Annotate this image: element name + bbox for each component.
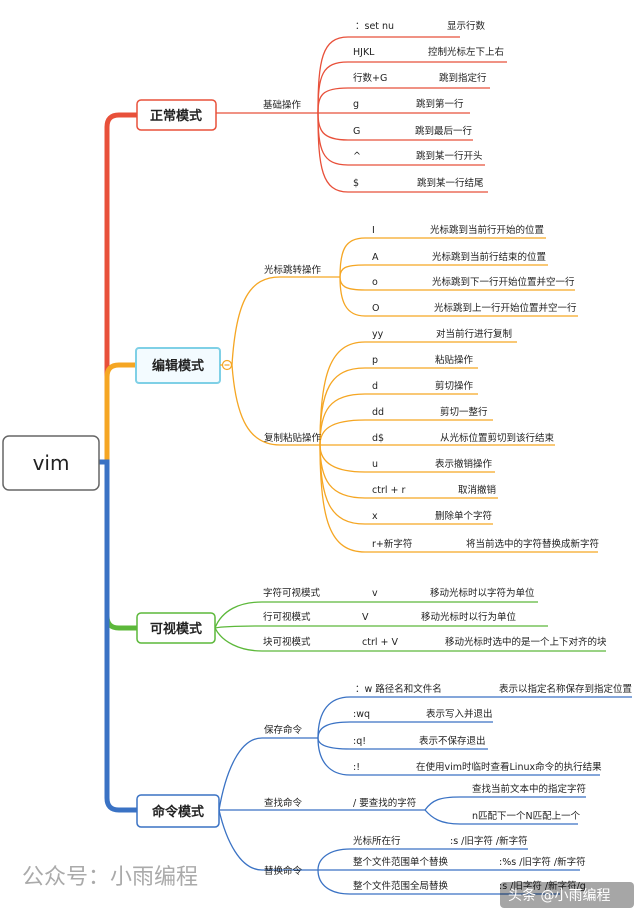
branch-command [218, 696, 632, 895]
group-find: 查找命令 [264, 797, 303, 809]
group-save: 保存命令 [264, 724, 303, 736]
branch-visual [214, 601, 606, 652]
replace-key-2: 整个文件范围全局替换 [353, 880, 449, 892]
edit-desc-3: 光标跳到上一行开始位置并空一行 [434, 302, 577, 314]
copy-key-3: dd [372, 407, 384, 418]
trunk-edit [97, 362, 140, 465]
edit-key-0: I [372, 225, 375, 236]
watermark-left: 公众号：小雨编程 [22, 865, 198, 890]
visual-mode-1: 行可视模式 [263, 611, 311, 623]
edit-key-1: A [372, 252, 379, 263]
group-cursor-jump: 光标跳转操作 [264, 264, 322, 276]
group-basic-ops: 基础操作 [263, 99, 302, 111]
visual-desc-1: 移动光标时以行为单位 [421, 611, 517, 623]
visual-desc-0: 移动光标时以字符为单位 [430, 587, 535, 599]
watermark-right-bg [500, 882, 634, 908]
replace-desc-0: :s /旧字符 /新字符 [450, 835, 528, 847]
normal-desc-2: 跳到指定行 [439, 72, 487, 84]
node-visual[interactable] [136, 612, 216, 644]
save-key-0: ：w 路径名和文件名 [355, 683, 442, 695]
normal-desc-1: 控制光标左下上右 [428, 46, 504, 58]
save-key-2: :q! [353, 736, 366, 747]
copy-key-7: x [372, 511, 378, 522]
find-desc-1: n匹配下一个N匹配上一个 [472, 811, 581, 822]
normal-key-4: G [353, 126, 360, 137]
node-normal[interactable] [136, 99, 217, 131]
visual-key-0: v [372, 588, 378, 599]
normal-desc-5: 跳到某一行开头 [416, 150, 483, 162]
group-copy-paste: 复制粘贴操作 [264, 432, 322, 444]
copy-desc-1: 粘贴操作 [435, 354, 474, 366]
edit-desc-2: 光标跳到下一行开始位置并空一行 [432, 276, 575, 288]
copy-key-8: r+新字符 [372, 538, 412, 550]
copy-desc-0: 对当前行进行复制 [436, 328, 512, 340]
root-label: vim [33, 451, 70, 475]
normal-desc-4: 跳到最后一行 [415, 125, 473, 137]
branch-normal [216, 36, 507, 193]
normal-desc-0: 显示行数 [447, 20, 486, 32]
main-trunk [97, 112, 140, 813]
watermark-right: 头条 @小雨编程 [508, 887, 610, 904]
normal-key-1: HJKL [353, 47, 375, 58]
edit-desc-0: 光标跳到当前行开始的位置 [430, 224, 544, 236]
normal-key-5: ^ [353, 151, 361, 162]
replace-desc-1: :%s /旧字符 /新字符 [499, 856, 586, 868]
copy-key-0: yy [372, 329, 384, 340]
save-key-1: :wq [353, 709, 370, 720]
visual-key-1: V [362, 612, 369, 623]
replace-key-1: 整个文件范围单个替换 [353, 856, 449, 868]
trunk-normal [97, 112, 140, 465]
save-desc-1: 表示写入并退出 [426, 708, 493, 720]
find-desc-0: 查找当前文本中的指定字符 [472, 783, 586, 795]
save-desc-3: 在使用vim时临时查看Linux命令的执行结果 [416, 761, 602, 773]
visual-desc-2: 移动光标时选中的是一个上下对齐的块 [445, 636, 607, 648]
save-key-3: :! [353, 762, 360, 773]
group-replace: 替换命令 [264, 865, 303, 877]
normal-desc-3: 跳到第一行 [416, 98, 464, 110]
normal-key-2: 行数+G [353, 72, 387, 84]
copy-key-1: p [372, 355, 378, 366]
root-node[interactable] [2, 435, 100, 491]
normal-key-0: ：set nu [355, 21, 394, 32]
copy-desc-5: 表示撤销操作 [435, 458, 493, 470]
visual-mode-0: 字符可视模式 [263, 587, 321, 599]
save-desc-2: 表示不保存退出 [419, 735, 486, 747]
visual-mode-2: 块可视模式 [263, 636, 311, 648]
replace-desc-2: :s /旧字符 /新字符/g [499, 880, 586, 892]
copy-key-5: u [372, 459, 378, 470]
copy-desc-7: 删除单个字符 [435, 510, 492, 522]
edit-desc-1: 光标跳到当前行结束的位置 [432, 251, 546, 263]
category-visual-label: 可视模式 [150, 621, 202, 637]
copy-key-6: ctrl + r [372, 485, 405, 496]
copy-desc-3: 剪切一整行 [440, 406, 488, 418]
replace-key-0: 光标所在行 [353, 835, 401, 847]
normal-desc-6: 跳到某一行结尾 [417, 177, 484, 189]
edit-key-3: O [372, 303, 379, 314]
normal-key-3: g [353, 99, 359, 110]
normal-key-6: $ [353, 178, 359, 189]
copy-desc-2: 剪切操作 [435, 380, 474, 392]
edit-key-2: o [372, 277, 378, 288]
copy-desc-8: 将当前选中的字符替换成新字符 [466, 538, 599, 550]
category-command-label: 命令模式 [151, 804, 204, 820]
branch-edit [231, 237, 598, 553]
category-normal-label: 正常模式 [150, 108, 202, 124]
copy-key-2: d [372, 381, 378, 392]
visual-key-2: ctrl + V [362, 637, 398, 648]
trunk-command [97, 459, 140, 813]
category-edit-label: 编辑模式 [152, 358, 204, 374]
copy-desc-6: 取消撤销 [458, 484, 497, 496]
node-command[interactable] [136, 794, 220, 828]
copy-desc-4: 从光标位置剪切到该行结束 [440, 432, 555, 444]
copy-key-4: d$ [372, 433, 384, 444]
find-key: / 要查找的字符 [353, 797, 416, 809]
save-desc-0: 表示以指定名称保存到指定位置 [499, 683, 632, 695]
